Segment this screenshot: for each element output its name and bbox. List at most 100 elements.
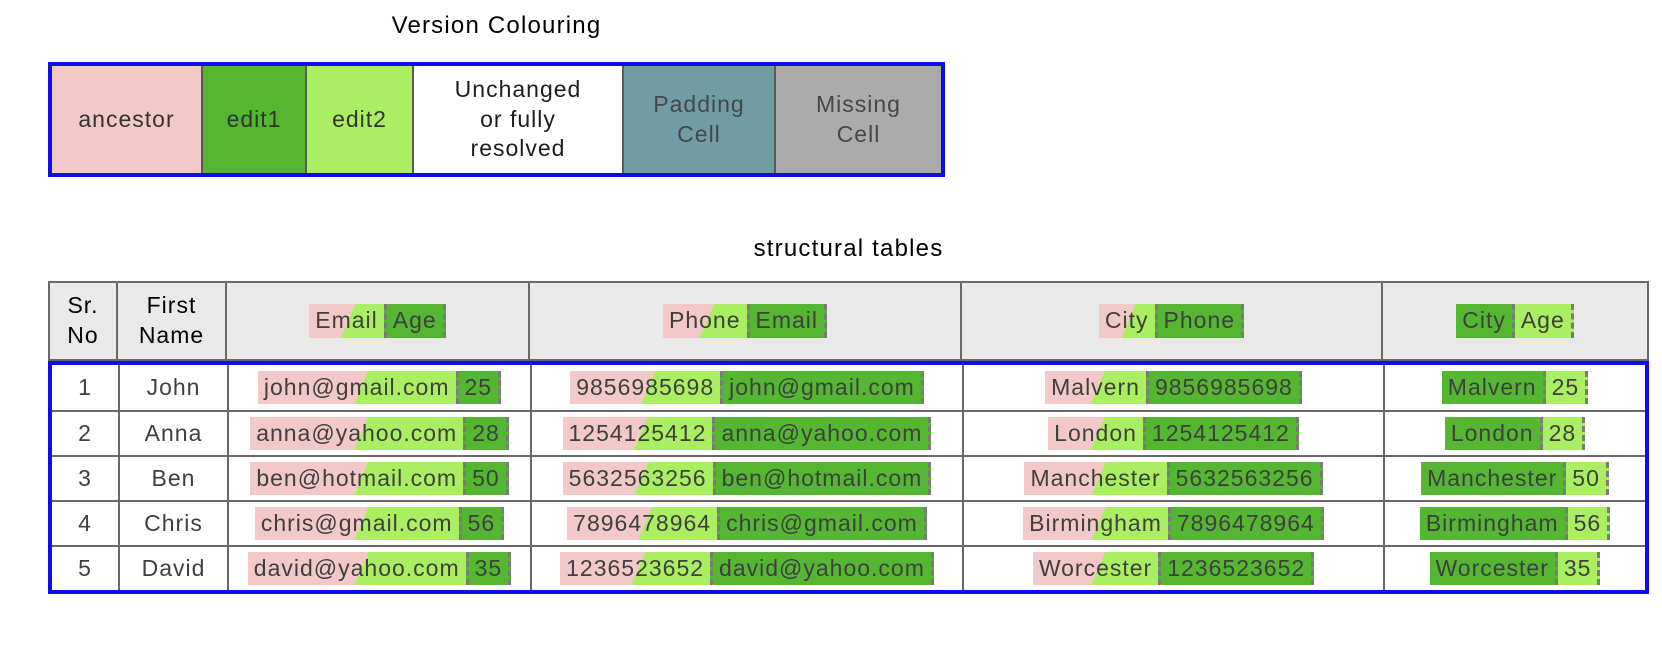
legend-cell-unchanged: Unchanged or fully resolved	[412, 66, 622, 173]
edit1-added-span: 7896478964	[1167, 506, 1324, 541]
edit2-added-span: 50	[1566, 461, 1609, 496]
ancestor-edit2-changed-span: 7896478964	[567, 506, 718, 541]
legend-cell-missing: Missing Cell	[774, 66, 941, 173]
ancestor-edit2-changed-span: Phone	[662, 304, 747, 338]
ancestor-edit2-changed-span: 1236523652	[560, 551, 711, 586]
edit1-added-span: chris@gmail.com	[717, 506, 927, 541]
ancestor-edit2-changed-span: david@yahoo.com	[247, 551, 466, 586]
column-header-sr-no: Sr. No	[67, 292, 99, 348]
edit1-added-span: 25	[455, 370, 502, 405]
column-header-first-name: First Name	[116, 283, 225, 359]
edit1-added-span: 28	[463, 416, 509, 451]
edit1-added-span: john@gmail.com	[720, 370, 924, 405]
edit1-added-span: Phone	[1154, 304, 1245, 338]
edit1-added-span: Age	[383, 304, 446, 338]
edit1-added-span: 50	[463, 461, 509, 496]
ancestor-edit2-changed-span: Malvern	[1045, 370, 1146, 405]
ancestor-edit2-changed-span: Email	[309, 304, 384, 338]
edit1-added-span: anna@yahoo.com	[712, 416, 932, 451]
sr-no-cell: 2	[78, 420, 92, 446]
edit1-added-span: Email	[746, 304, 828, 338]
legend-title: Version Colouring	[391, 12, 602, 39]
sr-no-cell: 1	[78, 374, 92, 400]
ancestor-edit2-changed-span: London	[1048, 416, 1143, 451]
legend-cell-ancestor: ancestor	[52, 66, 201, 173]
first-name-cell: David	[118, 547, 227, 590]
edit2-added-span: 35	[1557, 551, 1601, 586]
edit2-added-span: Age	[1514, 304, 1574, 338]
legend-cell-edit2: edit2	[305, 66, 412, 173]
edit1-added-span: Birmingham	[1419, 506, 1568, 541]
edit1-added-span: 1236523652	[1158, 551, 1315, 586]
ancestor-edit2-changed-span: anna@yahoo.com	[250, 416, 464, 451]
edit1-added-span: 1254125412	[1142, 416, 1299, 451]
edit1-added-span: 9856985698	[1145, 370, 1302, 405]
sr-no-cell: 5	[78, 555, 92, 581]
ancestor-edit2-changed-span: ben@hotmail.com	[250, 461, 464, 496]
edit2-added-span: 56	[1567, 506, 1611, 541]
edit2-added-span: 28	[1542, 416, 1586, 451]
sr-no-cell: 4	[78, 510, 92, 536]
edit1-added-span: david@yahoo.com	[710, 551, 934, 586]
ancestor-edit2-changed-span: 1254125412	[562, 416, 713, 451]
table-title: structural tables	[753, 235, 944, 262]
edit1-added-span: City	[1456, 304, 1515, 338]
edit2-added-span: 25	[1545, 370, 1589, 405]
first-name-cell: Ben	[118, 457, 227, 500]
edit1-added-span: London	[1444, 416, 1543, 451]
edit1-added-span: 56	[458, 506, 505, 541]
first-name-cell: Chris	[118, 502, 227, 545]
first-name-cell: John	[118, 365, 227, 410]
ancestor-edit2-changed-span: chris@gmail.com	[254, 506, 459, 541]
edit1-added-span: Manchester	[1421, 461, 1567, 496]
ancestor-edit2-changed-span: 9856985698	[570, 370, 721, 405]
legend-cell-padding: Padding Cell	[622, 66, 774, 173]
edit1-added-span: ben@hotmail.com	[712, 461, 932, 496]
ancestor-edit2-changed-span: Worcester	[1032, 551, 1159, 586]
ancestor-edit2-changed-span: Manchester	[1024, 461, 1167, 496]
ancestor-edit2-changed-span: 5632563256	[562, 461, 713, 496]
edit1-added-span: Malvern	[1441, 370, 1546, 405]
sr-no-cell: 3	[78, 465, 92, 491]
ancestor-edit2-changed-span: john@gmail.com	[257, 370, 456, 405]
ancestor-edit2-changed-span: City	[1098, 304, 1155, 338]
legend-cell-edit1: edit1	[201, 66, 305, 173]
first-name-cell: Anna	[118, 412, 227, 455]
edit1-added-span: Worcester	[1429, 551, 1558, 586]
edit1-added-span: 5632563256	[1166, 461, 1323, 496]
